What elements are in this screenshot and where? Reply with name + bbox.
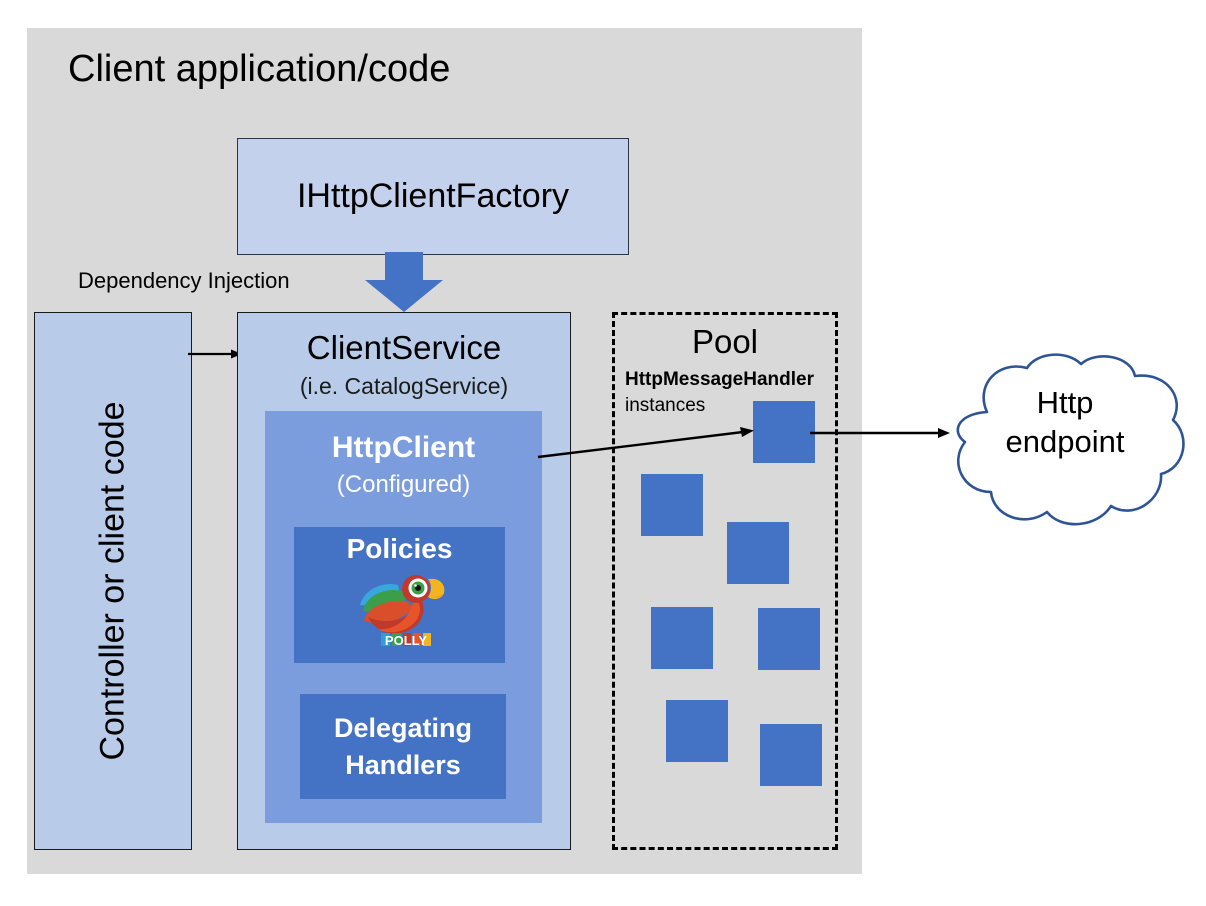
delegating-handlers-line-2: Handlers — [345, 749, 461, 780]
httpmessagehandler-instance-1 — [753, 401, 815, 463]
dependency-injection-arrow-icon — [365, 252, 443, 312]
httpclient-title: HttpClient — [331, 431, 476, 464]
httpclient-to-pool-arrow-icon — [537, 427, 754, 459]
http-endpoint-cloud: Http endpoint — [935, 350, 1195, 535]
pool-box: Pool HttpMessageHandler instances — [612, 312, 838, 850]
clientservice-title: ClientService — [306, 329, 502, 366]
polly-logo-text: POLLY — [384, 633, 426, 648]
httpmessagehandler-instance-2 — [641, 474, 703, 536]
cloud-shape-icon — [956, 353, 1185, 526]
delegating-handlers-line-1: Delegating — [333, 713, 473, 744]
policies-box: Policies POLLY — [294, 527, 505, 663]
dependency-injection-label: Dependency Injection — [78, 268, 290, 293]
controller-to-clientservice-arrow-icon — [188, 349, 242, 359]
controller-or-client-code-label: Controller or client code — [93, 401, 132, 761]
pool-subtitle-plain: instances — [625, 395, 706, 416]
pool-subtitle-bold: HttpMessageHandler — [625, 369, 814, 390]
httpmessagehandler-instance-3 — [727, 522, 789, 584]
httpmessagehandler-instance-5 — [758, 608, 820, 670]
policies-title: Policies — [346, 533, 453, 564]
pool-title: Pool — [691, 323, 759, 360]
http-endpoint-label: Http endpoint — [935, 384, 1195, 462]
polly-parrot-logo-icon: POLLY — [359, 575, 444, 648]
client-application-title: Client application/code — [68, 48, 451, 90]
ihttpclientfactory-box: IHttpClientFactory — [237, 138, 629, 255]
delegating-handlers-box: Delegating Handlers — [300, 694, 506, 799]
pool-to-endpoint-arrow-icon — [810, 428, 950, 438]
httpmessagehandler-instance-6 — [666, 700, 728, 762]
ihttpclientfactory-label: IHttpClientFactory — [296, 177, 570, 215]
httpclient-subtitle: (Configured) — [336, 471, 471, 498]
httpmessagehandler-instance-7 — [760, 724, 822, 786]
clientservice-subtitle: (i.e. CatalogService) — [299, 373, 509, 399]
http-endpoint-line-1: Http — [1036, 385, 1094, 420]
httpmessagehandler-instance-4 — [651, 607, 713, 669]
http-endpoint-line-2: endpoint — [1005, 423, 1125, 459]
controller-or-client-code-box: Controller or client code — [34, 312, 192, 850]
